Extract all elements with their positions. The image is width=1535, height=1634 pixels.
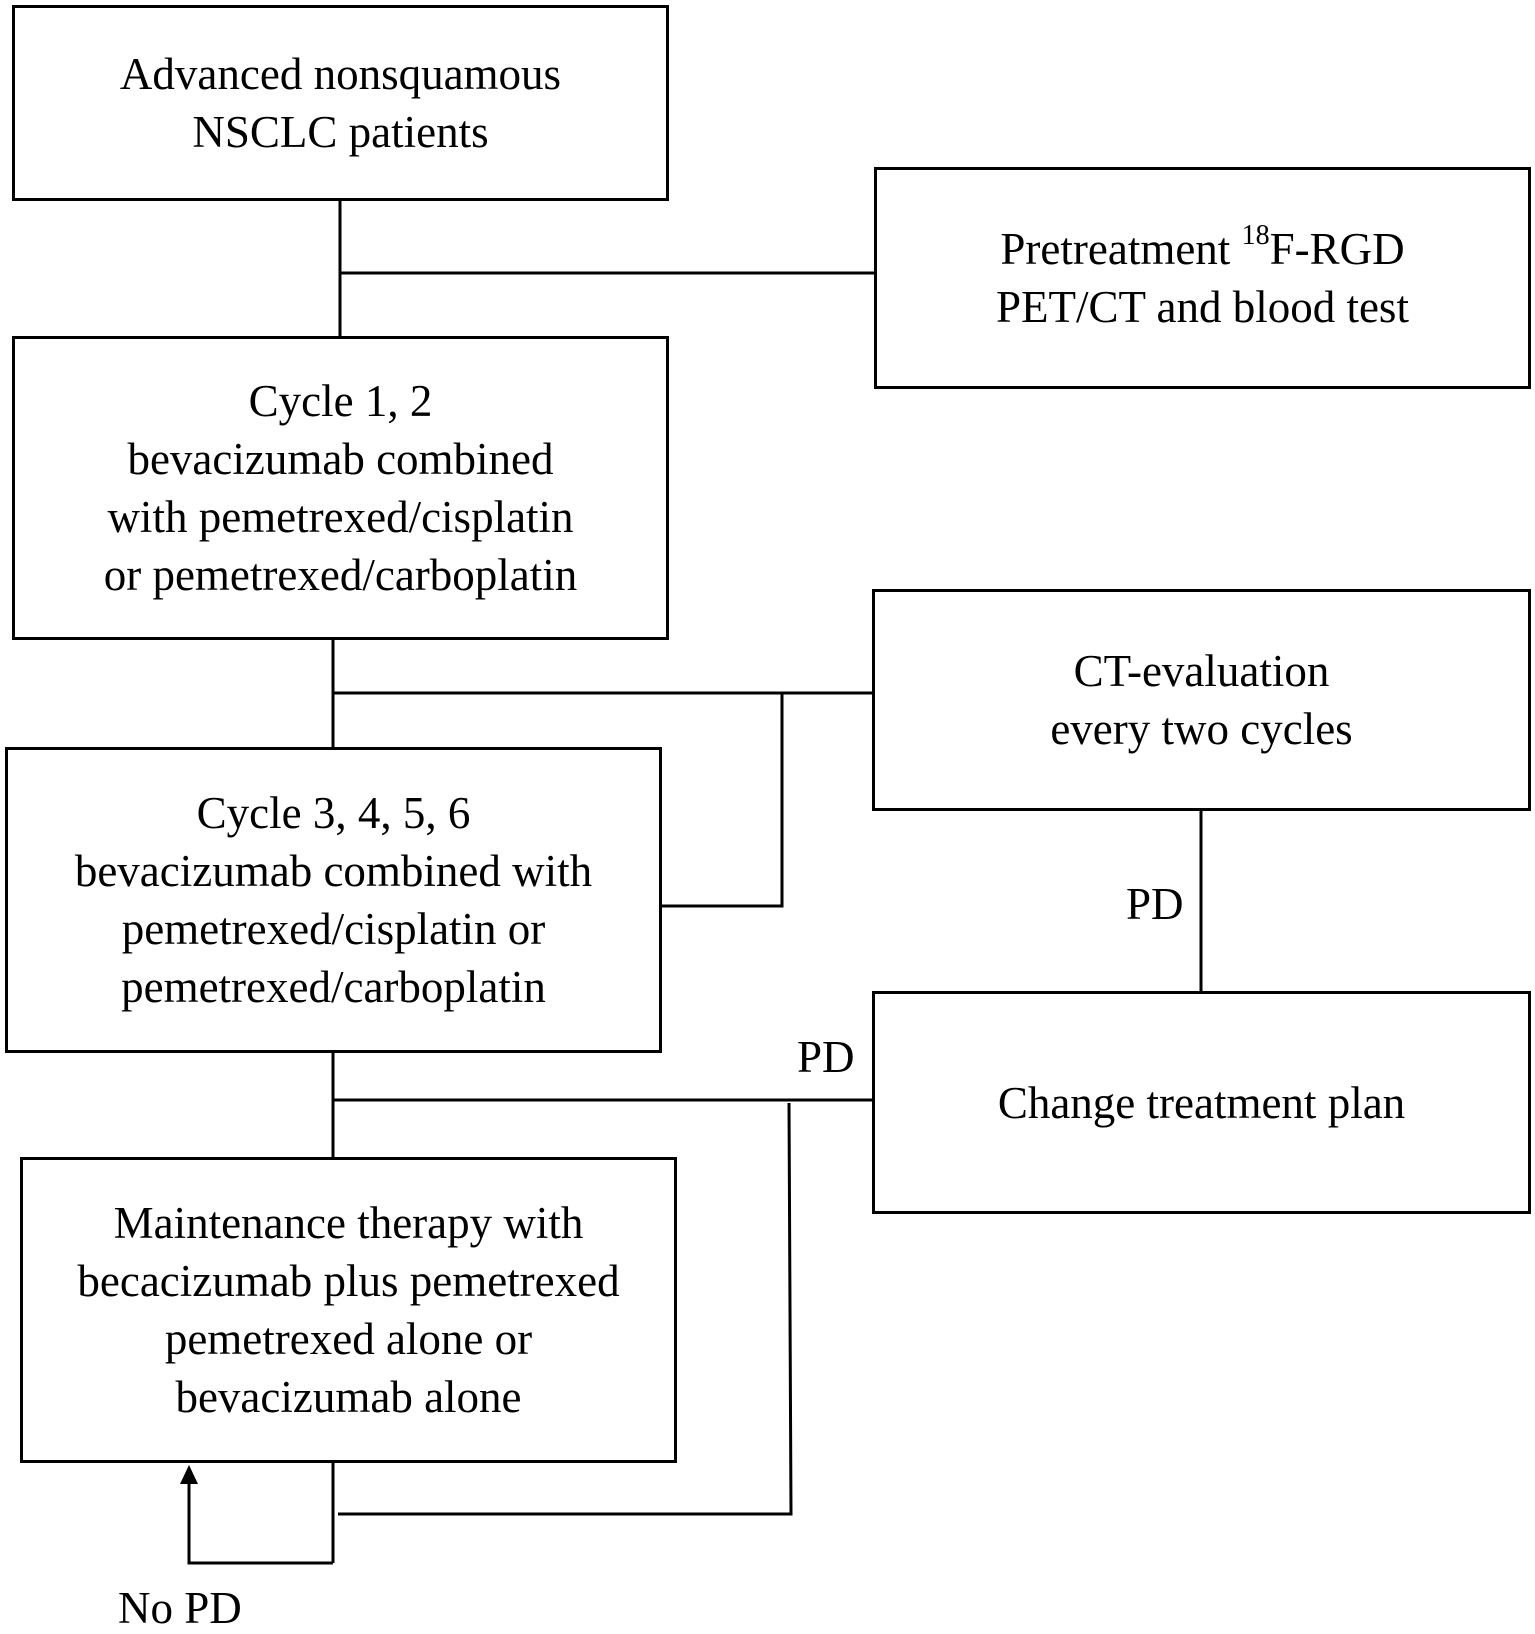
node-text-line: bevacizumab combined: [127, 434, 554, 484]
node-pretreatment-pet-ct: Pretreatment 18F-RGD PET/CT and blood te…: [874, 167, 1531, 389]
connector-maintenance-pd-bus: [338, 1102, 793, 1516]
node-text-line: NSCLC patients: [192, 107, 489, 157]
node-text-line: every two cycles: [1050, 704, 1353, 754]
node-text-line: or pemetrexed/carboplatin: [103, 550, 578, 600]
node-advanced-patients: Advanced nonsquamous NSCLC patients: [12, 5, 669, 201]
node-text-line: Change treatment plan: [997, 1077, 1406, 1128]
node-ct-evaluation: CT-evaluation every two cycles: [872, 589, 1531, 811]
pretreatment-prefix: Pretreatment: [1000, 224, 1242, 274]
node-text-line: CT-evaluation: [1073, 646, 1330, 696]
connector-cycle3456-ct-evaluation: [662, 693, 784, 908]
node-text-line: bevacizumab combined with: [74, 846, 593, 896]
node-text-line: pemetrexed/cisplatin or: [121, 904, 546, 954]
node-text-line: with pemetrexed/cisplatin: [107, 492, 574, 542]
pretreatment-suffix: F-RGD: [1269, 224, 1405, 274]
connector-no-pd-loop: [187, 1480, 333, 1565]
node-text-line: PET/CT and blood test: [996, 282, 1409, 332]
node-text-line: Cycle 1, 2: [248, 376, 433, 426]
edge-label-no-pd: No PD: [118, 1583, 242, 1633]
edge-label-pd: PD: [1126, 879, 1184, 929]
node-change-treatment-plan: Change treatment plan: [872, 991, 1531, 1214]
arrowhead-into-maintenance: [180, 1465, 198, 1484]
node-text-line: bevacizumab alone: [175, 1372, 522, 1422]
isotope-superscript: 18: [1241, 220, 1270, 251]
node-text-line: Pretreatment 18F-RGD: [1000, 220, 1404, 278]
node-cycle-3-6: Cycle 3, 4, 5, 6 bevacizumab combined wi…: [5, 747, 662, 1053]
node-text-line: pemetrexed/carboplatin: [121, 962, 546, 1012]
node-maintenance-therapy: Maintenance therapy with becacizumab plu…: [20, 1157, 677, 1463]
node-text-line: becacizumab plus pemetrexed: [77, 1256, 620, 1306]
node-text-line: Cycle 3, 4, 5, 6: [196, 788, 471, 838]
edge-label-pd: PD: [797, 1032, 855, 1082]
node-text-line: pemetrexed alone or: [164, 1314, 533, 1364]
node-text-line: Advanced nonsquamous: [119, 49, 562, 99]
node-cycle-1-2: Cycle 1, 2 bevacizumab combined with pem…: [12, 336, 669, 640]
node-text-line: Maintenance therapy with: [113, 1198, 584, 1248]
